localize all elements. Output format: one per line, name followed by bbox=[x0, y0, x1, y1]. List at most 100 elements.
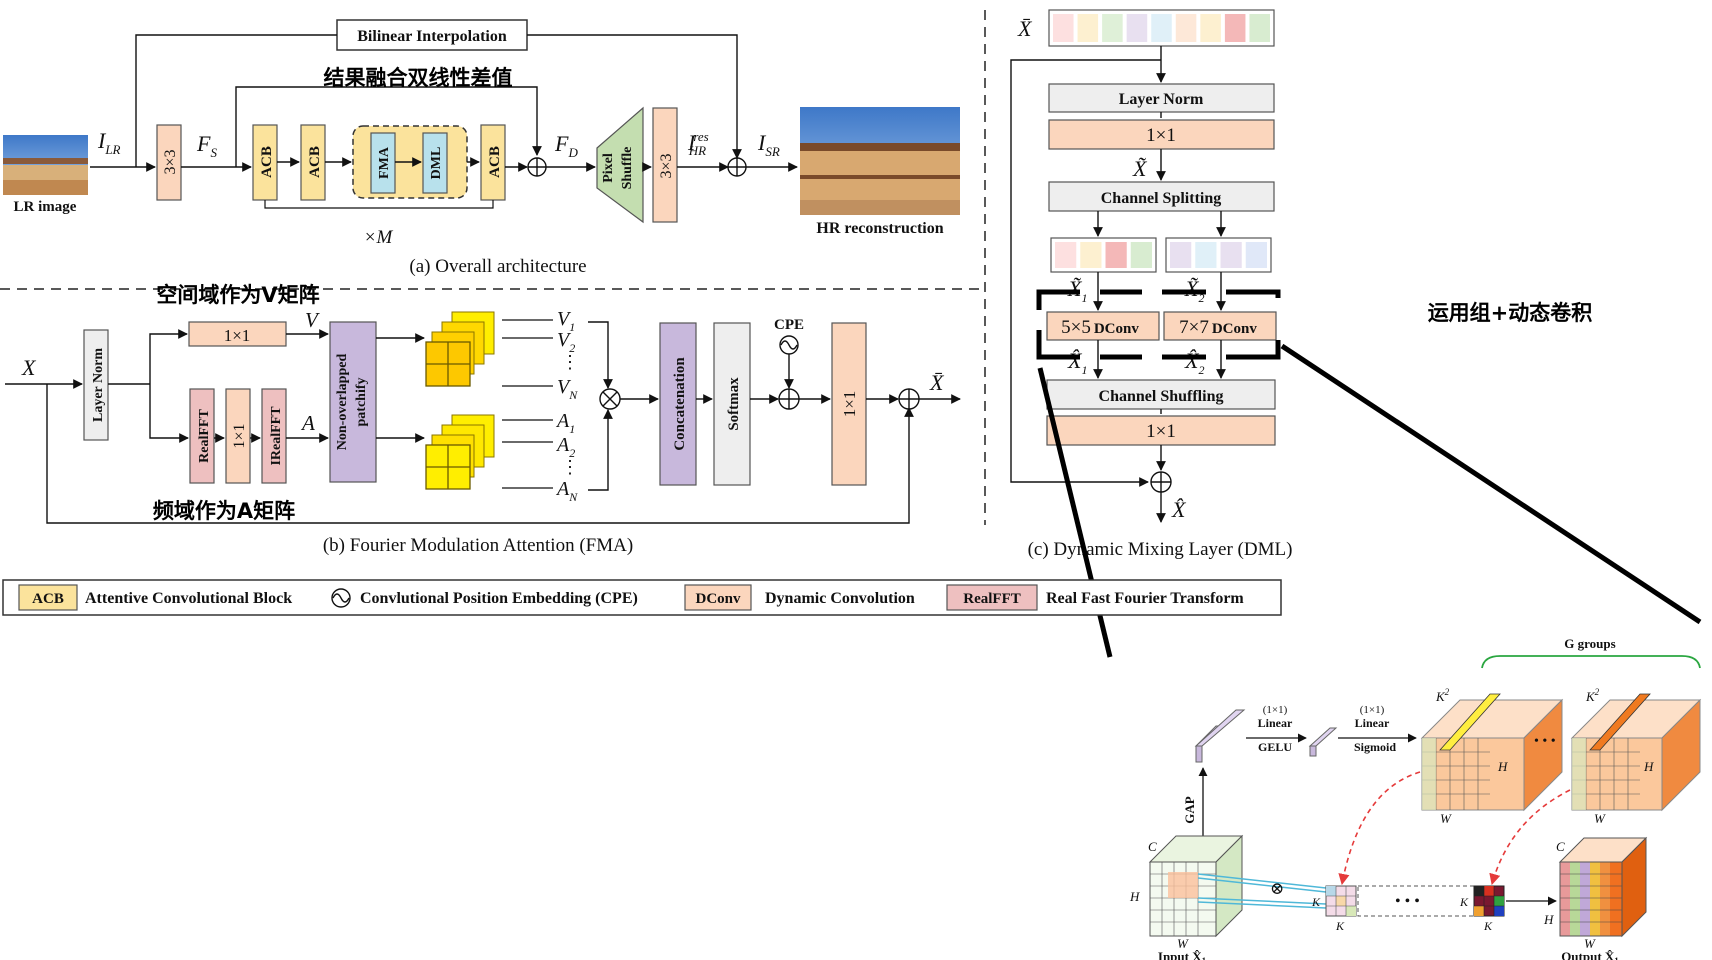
linear1-size: (1×1) bbox=[1263, 704, 1288, 716]
cpe-label: CPE bbox=[774, 317, 804, 333]
g-groups-brace bbox=[1481, 655, 1701, 669]
h-label-in: H bbox=[1129, 889, 1140, 904]
legend-acb-swatch bbox=[18, 584, 78, 611]
linear2-label: Linear bbox=[1355, 716, 1390, 730]
dml-block bbox=[422, 132, 448, 194]
c-label-in: C bbox=[1148, 839, 1157, 854]
multiply-node bbox=[599, 388, 621, 410]
k-label-3: K bbox=[1459, 895, 1469, 909]
caption-b: (b) Fourier Modulation Attention (FMA) bbox=[323, 535, 633, 556]
fma-conv1x1-a-label: 1×1 bbox=[231, 423, 248, 448]
conv3x3-label: 3×3 bbox=[162, 149, 179, 174]
v-dots: ⋮ bbox=[561, 352, 579, 372]
i-sr-label: ISR bbox=[757, 130, 780, 159]
kernel-ellipsis: • • • bbox=[1534, 734, 1556, 749]
legend-realfft-swatch bbox=[946, 584, 1038, 611]
irealfft-label: IRealFFT bbox=[269, 406, 284, 466]
lr-image bbox=[3, 135, 88, 195]
h-label-k2: H bbox=[1643, 759, 1654, 774]
channel-swatch bbox=[1175, 14, 1197, 42]
input-cube bbox=[1148, 834, 1244, 938]
k2-label-1: K2 bbox=[1435, 687, 1450, 704]
x1-hat-label: X̂1 bbox=[1067, 348, 1087, 377]
fma-layernorm-block bbox=[83, 329, 109, 441]
x2-tilde-label: X̃2 bbox=[1184, 276, 1204, 305]
legend-cpe-text: Convlutional Position Embedding (CPE) bbox=[360, 590, 638, 607]
patchify-block bbox=[329, 321, 377, 483]
channel-splitting-label: Channel Splitting bbox=[1101, 190, 1221, 207]
an-label: AN bbox=[555, 478, 578, 504]
w-label-k1: W bbox=[1440, 811, 1452, 826]
acb-label-1: ACB bbox=[259, 146, 275, 178]
f-d-label: FD bbox=[554, 131, 578, 160]
plus-node-fma-out bbox=[898, 388, 920, 410]
plus-node-1 bbox=[527, 157, 547, 177]
h-label-k1: H bbox=[1497, 759, 1508, 774]
legend-dconv-swatch bbox=[684, 584, 752, 611]
gelu-label: GELU bbox=[1258, 740, 1292, 754]
fma-v-label: V bbox=[305, 308, 320, 332]
irealfft-block bbox=[261, 388, 287, 484]
dml-xhat-label: X̂ bbox=[1171, 497, 1187, 522]
bilinear-label: Bilinear Interpolation bbox=[357, 28, 507, 45]
kernel-window-2 bbox=[1473, 885, 1505, 917]
dml-xbar-label: X̄ bbox=[1017, 16, 1033, 41]
channel-swatch bbox=[1126, 14, 1148, 42]
dml-conv1x1-label: 1×1 bbox=[1146, 125, 1176, 146]
caption-c: (c) Dynamic Mixing Layer (DML) bbox=[1028, 539, 1293, 560]
cpe-icon bbox=[779, 335, 799, 355]
annotation-v-matrix: 空间域作为V矩阵 bbox=[156, 283, 319, 307]
channel-shuffling-block bbox=[1046, 379, 1276, 410]
fma-a-label: A bbox=[300, 411, 315, 435]
k-label-1: K bbox=[1311, 895, 1321, 909]
acb-label-3: ACB bbox=[487, 146, 503, 178]
channel-swatch bbox=[1224, 14, 1246, 42]
legend-acb-box: ACB bbox=[32, 591, 64, 607]
output-cube bbox=[1558, 836, 1648, 938]
concatenation-block bbox=[659, 322, 697, 486]
dml-diagram: X̄ Layer Norm 1×1 X̃ Channel Splitting X… bbox=[1010, 9, 1293, 560]
conv3x3-block bbox=[156, 124, 182, 201]
i-lr-label: ILR bbox=[97, 128, 121, 157]
hr-recon-label: HR reconstruction bbox=[816, 220, 943, 237]
channel-swatch bbox=[1151, 14, 1172, 42]
pixel-shuffle-label-1: Pixel bbox=[601, 153, 616, 183]
legend: ACB Attentive Convolutional Block Convlu… bbox=[2, 579, 1282, 616]
legend-realfft-text: Real Fast Fourier Transform bbox=[1046, 590, 1244, 607]
kernel-block-2 bbox=[1570, 693, 1702, 812]
channel-splitting-block bbox=[1048, 181, 1275, 212]
dconv7-block bbox=[1163, 311, 1277, 341]
x1-tilde-label: X̃1 bbox=[1067, 276, 1087, 305]
fma-diagram: X Layer Norm 1×1 V RealFFT 1×1 IRealFFT … bbox=[5, 308, 961, 556]
overall-architecture: LR image Bilinear Interpolation ILR 3×3 … bbox=[3, 19, 960, 277]
v1-label: V1 bbox=[557, 308, 575, 334]
channel-swatch bbox=[1195, 242, 1217, 268]
channel-swatch bbox=[1053, 14, 1074, 42]
kernel-block-1 bbox=[1420, 693, 1564, 812]
lr-image-label: LR image bbox=[14, 199, 77, 215]
plus-node-fma bbox=[778, 388, 800, 410]
channel-swatch bbox=[1200, 14, 1221, 42]
realfft-label: RealFFT bbox=[197, 409, 212, 463]
dml-right-strip bbox=[1165, 237, 1272, 273]
dml-xtilde-label: X̃ bbox=[1132, 156, 1148, 181]
concat-label: Concatenation bbox=[672, 357, 688, 451]
plus-node-2 bbox=[727, 157, 747, 177]
linear2-size: (1×1) bbox=[1360, 704, 1385, 716]
a-dots: ⋮ bbox=[561, 457, 579, 477]
realfft-block bbox=[189, 388, 215, 484]
fma-conv1x1-a bbox=[225, 388, 251, 484]
channel-swatch bbox=[1130, 242, 1152, 268]
v-patch-cubes bbox=[425, 311, 495, 387]
output-label: Output X̂1 bbox=[1561, 949, 1619, 960]
acb-block-3 bbox=[480, 124, 506, 201]
channel-swatch bbox=[1077, 14, 1099, 42]
channel-swatch bbox=[1102, 14, 1123, 42]
annotation-right: 运用组+动态卷积 bbox=[1428, 301, 1593, 325]
w-label-in: W bbox=[1177, 936, 1189, 951]
w-label-k2: W bbox=[1594, 811, 1606, 826]
fma-xbar-label: X̄ bbox=[929, 370, 945, 395]
v2-label: V2 bbox=[557, 329, 575, 355]
w-label-out: W bbox=[1584, 936, 1596, 951]
